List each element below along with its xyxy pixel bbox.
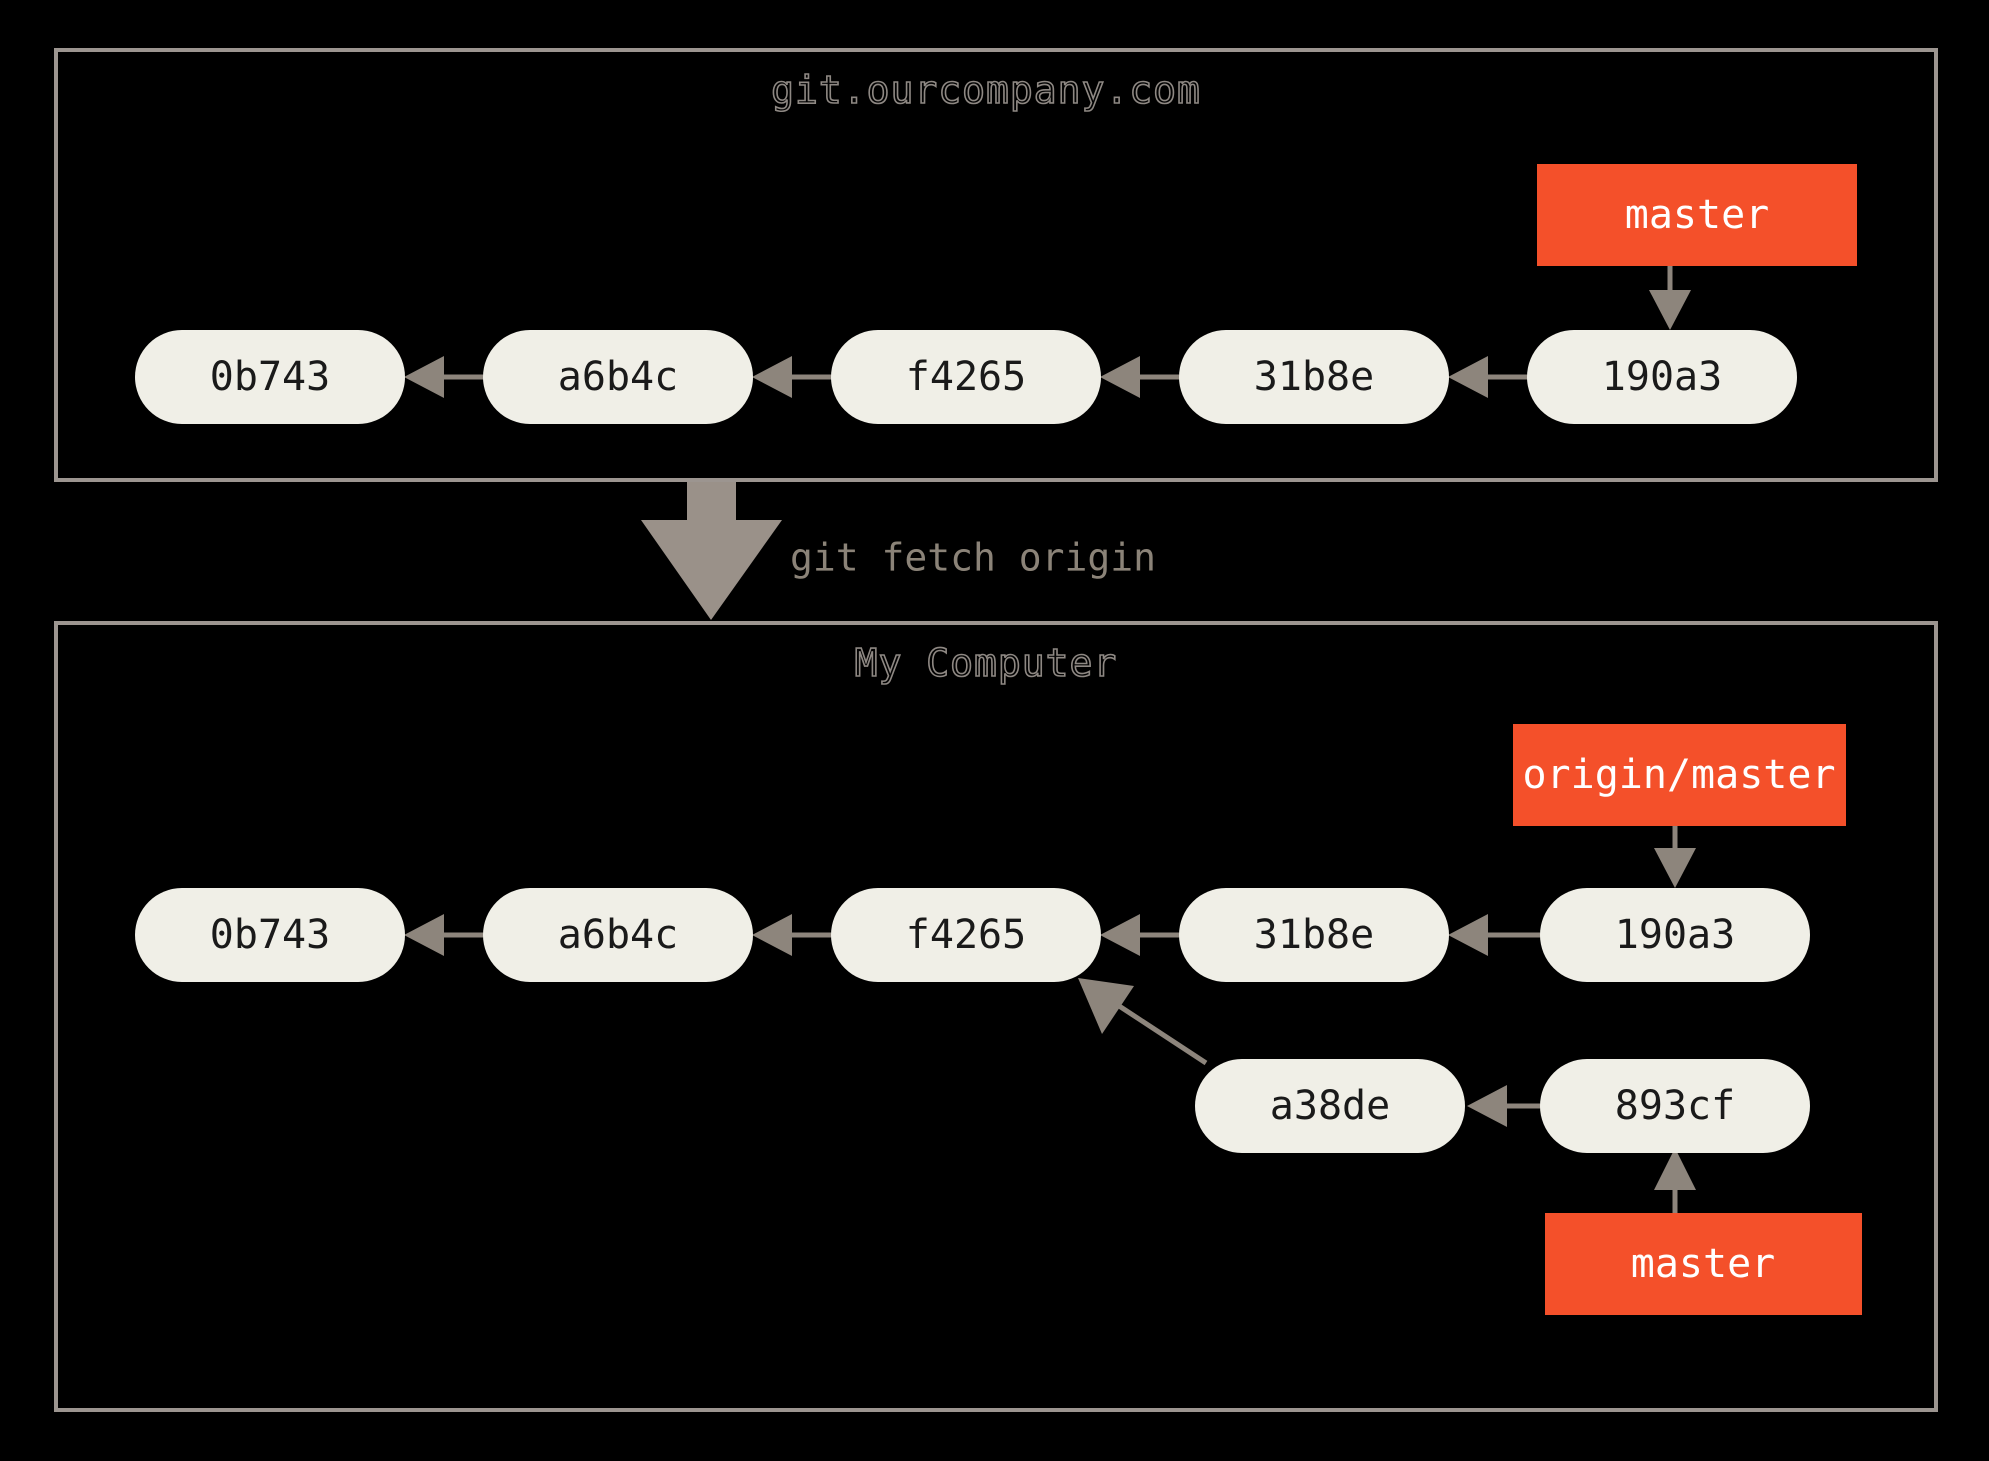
- panel-border-remote: [54, 48, 1938, 482]
- commit-shape[interactable]: [1540, 1059, 1810, 1153]
- commit-shape[interactable]: [135, 888, 405, 982]
- commit-shape[interactable]: [483, 330, 753, 424]
- commit-node-190a3-local[interactable]: 190a3: [1540, 888, 1810, 982]
- commit-node-a38de-local[interactable]: a38de: [1195, 1059, 1465, 1153]
- commit-label: 31b8e: [1254, 354, 1374, 400]
- commit-shape[interactable]: [1540, 888, 1810, 982]
- transition-git-fetch-origin: git fetch origin: [641, 482, 1156, 620]
- branch-label-master-local: master: [1631, 1241, 1776, 1287]
- commit-node-f4265-remote[interactable]: f4265: [831, 330, 1101, 424]
- commit-shape[interactable]: [135, 330, 405, 424]
- commit-node-31b8e-local[interactable]: 31b8e: [1179, 888, 1449, 982]
- commit-label: 0b743: [210, 912, 330, 958]
- commit-label: 190a3: [1615, 912, 1735, 958]
- commit-node-a6b4c-local[interactable]: a6b4c: [483, 888, 753, 982]
- branch-label-origin-master: origin/master: [1522, 752, 1835, 798]
- panel-title-remote: git.ourcompany.com: [771, 68, 1201, 112]
- branch-label-master-remote: master: [1625, 192, 1770, 238]
- branch-origin-master-local[interactable]: origin/master: [1513, 724, 1846, 826]
- transition-label: git fetch origin: [790, 536, 1156, 580]
- commit-node-190a3-remote[interactable]: 190a3: [1527, 330, 1797, 424]
- commit-edges-local: [404, 914, 1544, 1127]
- branch-pointer-origin-master: [1654, 826, 1696, 888]
- commit-shape[interactable]: [483, 888, 753, 982]
- commit-label: 893cf: [1615, 1083, 1735, 1129]
- commit-node-0b743-remote[interactable]: 0b743: [135, 330, 405, 424]
- branch-master-remote[interactable]: master: [1537, 164, 1857, 266]
- commit-label: a38de: [1270, 1083, 1390, 1129]
- fetch-arrow-shaft: [687, 482, 736, 524]
- commit-node-f4265-local[interactable]: f4265: [831, 888, 1101, 982]
- panel-border-local: [54, 621, 1938, 1412]
- fetch-arrow-head: [641, 520, 782, 620]
- panel-remote-server: git.ourcompany.com master 0b743: [54, 48, 1938, 482]
- panel-my-computer: My Computer origin/master master: [54, 621, 1938, 1412]
- commit-shape[interactable]: [831, 330, 1101, 424]
- commit-shape[interactable]: [1179, 888, 1449, 982]
- commit-label: a6b4c: [558, 912, 678, 958]
- branch-box-master-remote[interactable]: [1537, 164, 1857, 266]
- commit-label: 31b8e: [1254, 912, 1374, 958]
- commit-node-31b8e-remote[interactable]: 31b8e: [1179, 330, 1449, 424]
- branch-box-origin-master[interactable]: [1513, 724, 1846, 826]
- commit-label: 190a3: [1602, 354, 1722, 400]
- commit-shape[interactable]: [831, 888, 1101, 982]
- panel-title-local: My Computer: [855, 641, 1118, 685]
- commit-node-893cf-local[interactable]: 893cf: [1540, 1059, 1810, 1153]
- commit-node-0b743-local[interactable]: 0b743: [135, 888, 405, 982]
- commit-shape[interactable]: [1527, 330, 1797, 424]
- commit-shape[interactable]: [1179, 330, 1449, 424]
- commit-label: f4265: [906, 354, 1026, 400]
- branch-pointer-master-remote: [1649, 266, 1691, 330]
- branch-pointer-master-local: [1654, 1148, 1696, 1213]
- commit-label: 0b743: [210, 354, 330, 400]
- branch-master-local[interactable]: master: [1545, 1213, 1862, 1315]
- commit-node-a6b4c-remote[interactable]: a6b4c: [483, 330, 753, 424]
- commit-shape[interactable]: [1195, 1059, 1465, 1153]
- commit-label: a6b4c: [558, 354, 678, 400]
- commit-label: f4265: [906, 912, 1026, 958]
- branch-box-master-local[interactable]: [1545, 1213, 1862, 1315]
